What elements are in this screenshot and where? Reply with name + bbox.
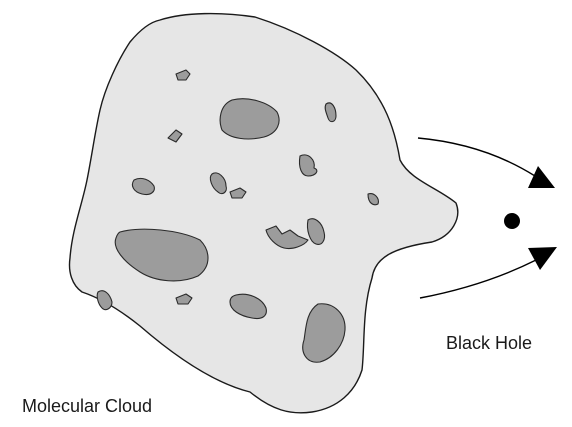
- arrow-head-lower: [528, 247, 557, 270]
- flow-arrow-upper: [418, 138, 535, 176]
- arrow-head-upper: [528, 166, 555, 188]
- flow-arrow-lower: [420, 260, 536, 298]
- molecular-cloud-shape: [70, 14, 458, 413]
- black-hole-dot: [504, 213, 520, 229]
- molecular-cloud-label: Molecular Cloud: [22, 396, 152, 417]
- black-hole-label: Black Hole: [446, 333, 532, 354]
